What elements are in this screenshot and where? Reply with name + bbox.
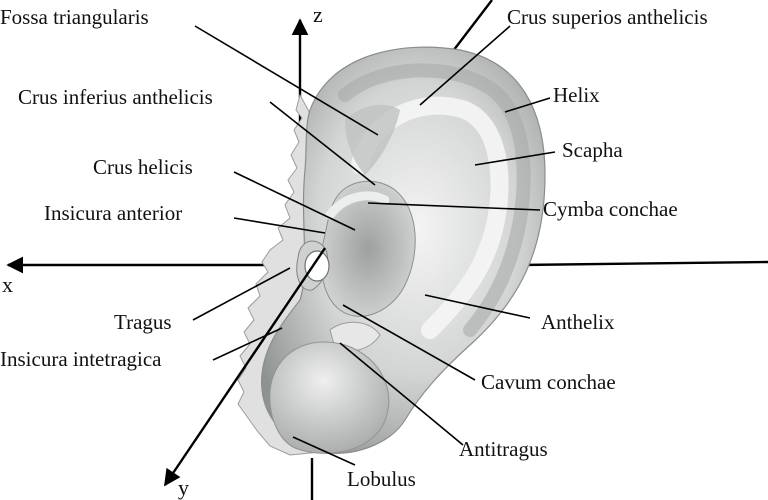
label-antitragus: Antitragus (459, 437, 548, 461)
axis-label-y: y (178, 475, 189, 500)
leader-cymba-conchae (367, 202, 541, 211)
label-crus-helicis: Crus helicis (93, 155, 193, 179)
axis-label-x: x (2, 272, 13, 297)
label-cymba-conchae: Cymba conchae (543, 197, 678, 221)
leader-fossa-triangularis (194, 25, 379, 136)
label-anthelix: Anthelix (541, 310, 615, 334)
leader-tragus (192, 267, 291, 321)
leader-insicura-intetragica (212, 327, 283, 361)
leader-crus-helicis (233, 171, 356, 231)
ear-illustration (237, 46, 546, 456)
label-fossa-triangularis: Fossa triangularis (0, 5, 149, 29)
axis-label-z: z (313, 2, 323, 27)
x-axis-right (519, 260, 768, 267)
leader-insicura-anterior (233, 217, 326, 234)
label-insicura-anterior: Insicura anterior (44, 201, 182, 225)
label-insicura-intetragica: Insicura intetragica (0, 347, 162, 371)
leader-cavum-conchae (342, 304, 476, 381)
label-scapha: Scapha (562, 138, 623, 162)
y-axis (164, 247, 326, 487)
leader-antitragus (339, 342, 464, 446)
label-tragus: Tragus (114, 310, 172, 334)
label-crus-superios-anthelicis: Crus superios anthelicis (507, 5, 708, 29)
leader-crus-superios (419, 25, 511, 106)
label-lobulus: Lobulus (347, 467, 416, 491)
structure-labels: Fossa triangularis Crus superios antheli… (0, 5, 708, 491)
leader-scapha (474, 151, 556, 166)
leader-anthelix (424, 294, 531, 319)
leader-crus-inferius (269, 101, 376, 186)
label-helix: Helix (553, 83, 600, 107)
label-cavum-conchae: Cavum conchae (481, 370, 616, 394)
leader-lobulus (292, 436, 356, 466)
leader-helix (504, 97, 551, 113)
label-crus-inferius-anthelicis: Crus inferius anthelicis (18, 85, 213, 109)
leader-lines (192, 25, 556, 466)
diagonal-axis-top (449, 0, 493, 56)
